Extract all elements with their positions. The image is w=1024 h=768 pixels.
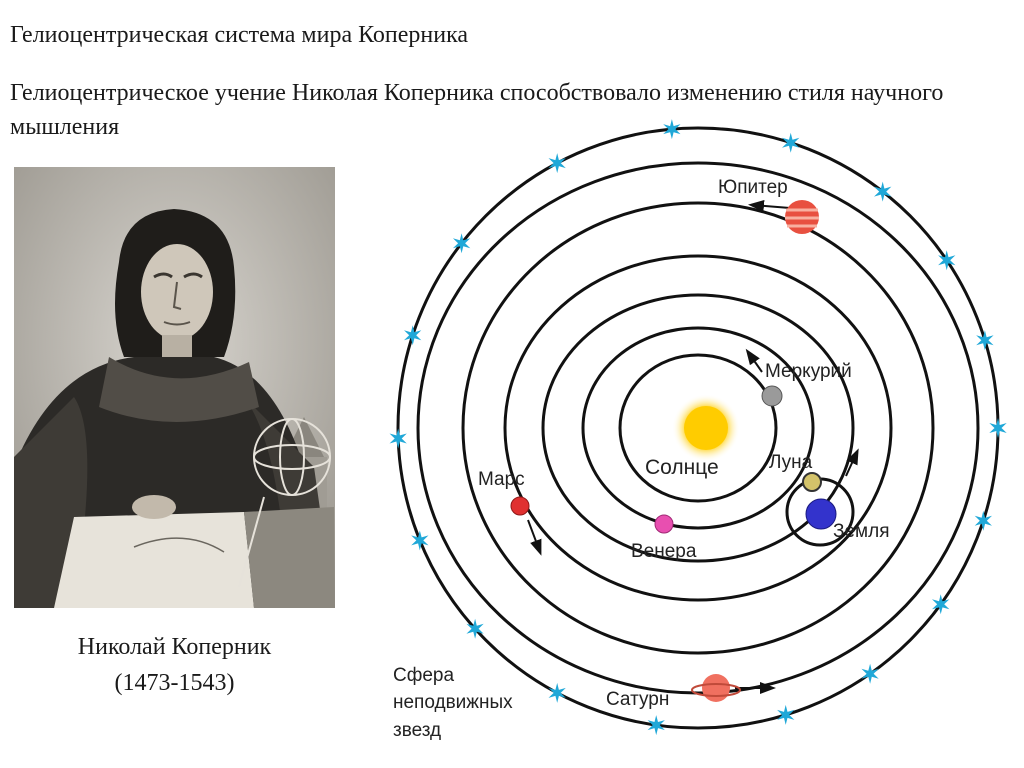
orbit-mars (503, 254, 893, 602)
saturn-icon (691, 674, 741, 702)
star-icon (974, 510, 992, 531)
star-icon (663, 119, 681, 140)
orbit-venus (581, 326, 815, 530)
mars-icon (510, 496, 530, 516)
star-icon (411, 530, 429, 551)
solar-system-diagram: Солнце Меркурий Луна Марс Венера Земля Ю… (380, 108, 1020, 768)
star-icon (989, 418, 1007, 438)
venus-icon (654, 514, 674, 534)
sun-label: Солнце (645, 456, 719, 479)
portrait-caption-name: Николай Коперник (77, 634, 272, 660)
earth-label: Земля (833, 521, 889, 542)
mars-arrow (527, 519, 542, 556)
star-icon (647, 715, 665, 736)
star-icon (389, 428, 407, 449)
moon-icon (802, 472, 822, 492)
orbit-mercury (618, 353, 778, 503)
star-icon (548, 153, 566, 174)
mercury-icon (761, 385, 783, 407)
star-icon (782, 132, 800, 153)
orbit-jupiter (461, 201, 935, 655)
star-icon (548, 682, 566, 703)
portrait-caption-years: (1473-1543) (114, 670, 235, 696)
moon-arrow (845, 448, 859, 477)
copernicus-portrait (14, 167, 335, 608)
saturn-label: Сатурн (606, 689, 669, 710)
star-icon (861, 663, 879, 684)
star-icon (976, 330, 994, 351)
fixed-stars (389, 119, 1007, 736)
moon-label: Луна (769, 452, 813, 473)
orbit-earth (541, 293, 855, 563)
jupiter-label: Юпитер (718, 177, 788, 198)
stars-label-line-2: неподвижных (393, 692, 513, 713)
mars-label: Марс (478, 469, 525, 490)
jupiter-icon (785, 200, 819, 234)
star-icon (404, 325, 422, 346)
venus-label: Венера (631, 541, 697, 562)
mercury-label: Меркурий (765, 361, 852, 382)
star-icon (874, 181, 892, 202)
slide-title: Гелиоцентрическая система мира Коперника (10, 22, 469, 48)
slide-subtitle: Гелиоцентрическое учение Николая Коперни… (10, 80, 944, 140)
star-icon (777, 704, 795, 725)
stars-label-line-3: звезд (393, 720, 441, 741)
star-icon (932, 594, 950, 615)
jupiter-arrow (748, 199, 791, 212)
stars-label-line-1: Сфера (393, 665, 454, 686)
earth-icon (805, 498, 837, 530)
star-icon (938, 250, 956, 271)
star-icon (452, 233, 471, 254)
star-icon (466, 618, 484, 639)
mercury-arrow (745, 348, 763, 373)
